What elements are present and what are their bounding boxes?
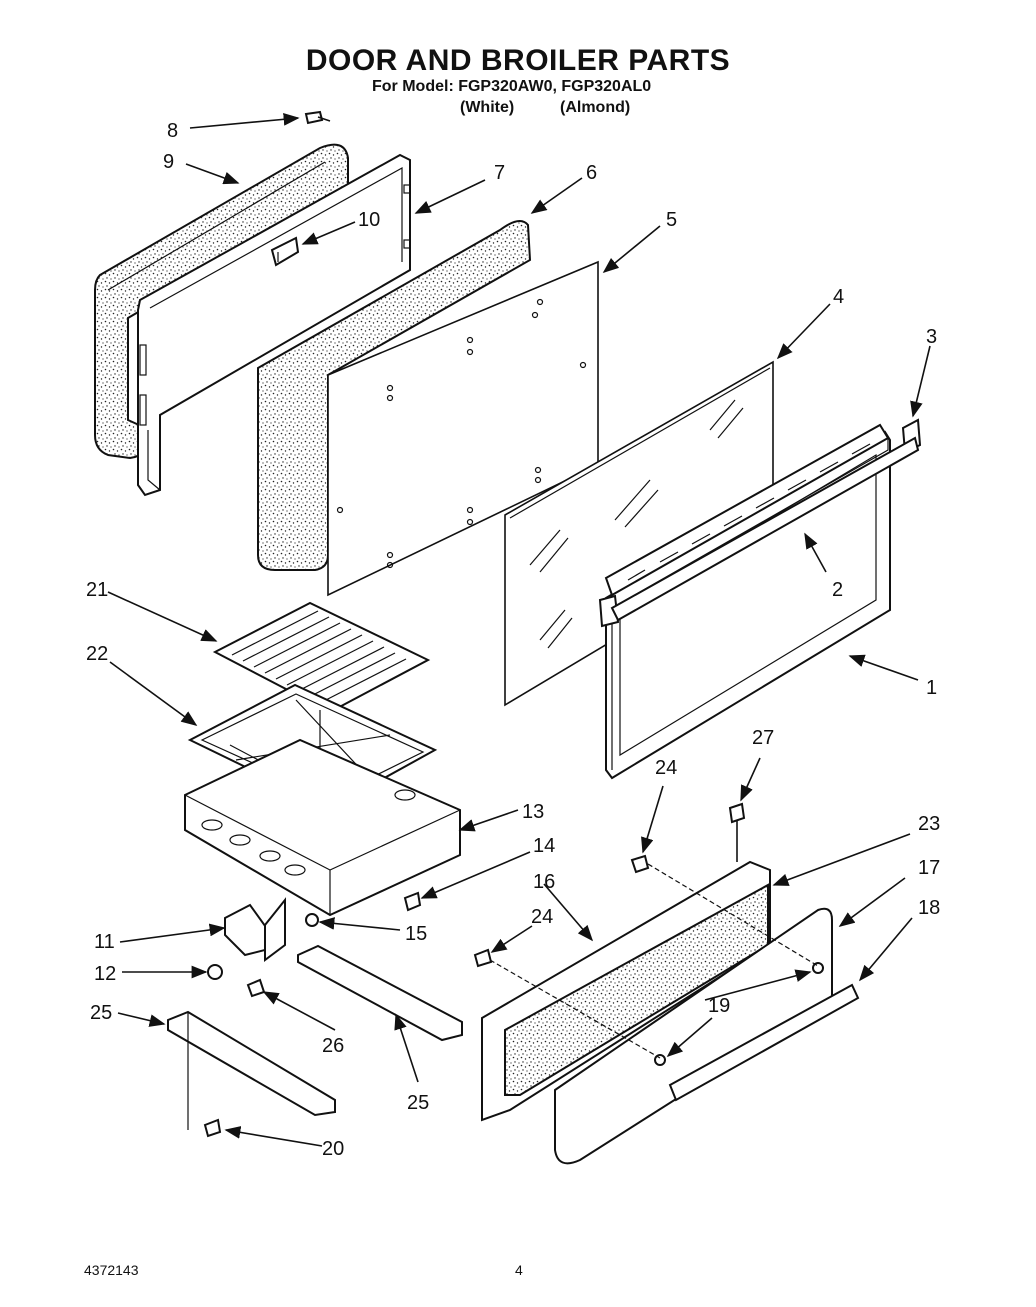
callout-15: 15 [405, 923, 427, 945]
slide-rail-right [297, 944, 463, 1042]
callout-25-right: 25 [407, 1092, 429, 1114]
callout-27: 27 [752, 727, 774, 749]
callout-16: 16 [533, 871, 555, 893]
broiler-pan [184, 738, 461, 917]
callout-22: 22 [86, 643, 108, 665]
model-line: For Model: FGP320AW0, FGP320AL0 [372, 78, 652, 95]
callout-24-top: 24 [655, 757, 677, 779]
callout-8: 8 [167, 120, 178, 142]
callout-24-mid: 24 [531, 906, 553, 928]
side-bracket [224, 897, 286, 962]
vent-channel [604, 423, 890, 610]
page-number: 4 [515, 1262, 523, 1278]
screw [304, 110, 331, 125]
callout-10: 10 [358, 209, 380, 231]
callout-labels: 8 9 7 6 10 5 4 3 2 1 21 22 27 24 13 23 1… [86, 120, 940, 1160]
callout-12: 12 [94, 963, 116, 985]
callout-4: 4 [833, 286, 844, 308]
callout-11: 11 [94, 931, 115, 953]
drawer-inner-panel [481, 860, 771, 1122]
leader-lines [107, 112, 931, 1147]
callout-6: 6 [586, 162, 597, 184]
callout-23: 23 [918, 813, 940, 835]
callout-2: 2 [832, 579, 843, 601]
callout-1: 1 [926, 677, 937, 699]
callout-7: 7 [494, 162, 505, 184]
callout-25-left: 25 [90, 1002, 112, 1024]
hinge-bracket [598, 418, 922, 628]
variant-almond: (Almond) [560, 99, 631, 116]
door-insulation [257, 220, 532, 571]
callout-20: 20 [322, 1138, 344, 1160]
retaining-ring [305, 913, 319, 927]
page-title: DOOR AND BROILER PARTS [305, 44, 731, 77]
callout-5: 5 [666, 209, 677, 231]
inner-door-panel [137, 153, 411, 497]
slide-rail-left [167, 1010, 336, 1130]
callout-18: 18 [918, 897, 940, 919]
callout-26: 26 [322, 1035, 344, 1057]
broiler-grid [212, 601, 431, 714]
callout-19: 19 [708, 995, 730, 1017]
pan-clip [403, 891, 422, 912]
bolt [246, 978, 266, 998]
document-number: 4372143 [84, 1262, 139, 1278]
callout-3: 3 [926, 326, 937, 348]
callout-21: 21 [86, 579, 108, 601]
variant-white: (White) [460, 99, 515, 116]
callout-9: 9 [163, 151, 174, 173]
callout-13: 13 [522, 801, 544, 823]
fasteners [473, 802, 824, 1066]
drawer-handle [668, 983, 860, 1102]
rail-clip [203, 1118, 222, 1138]
nut [207, 964, 223, 980]
callout-17: 17 [918, 857, 940, 879]
door-clip [270, 236, 300, 267]
callout-14: 14 [533, 835, 555, 857]
